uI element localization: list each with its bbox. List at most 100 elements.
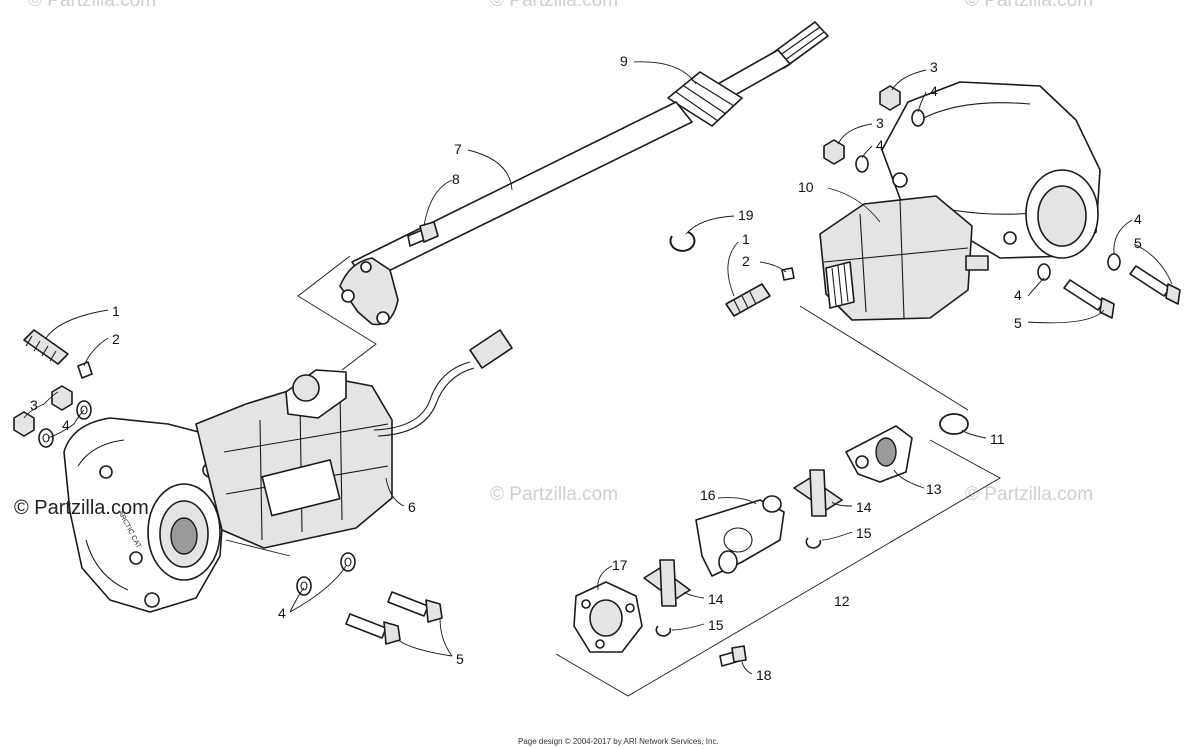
- left-lower-fasteners: [296, 552, 443, 645]
- leader-line: [961, 429, 987, 439]
- u-joint-group: [573, 413, 969, 667]
- bolt-head: [383, 621, 401, 645]
- brand-watermark: © Partzilla.com: [14, 497, 149, 519]
- leader-line: [741, 661, 753, 675]
- bolt-shank: [387, 591, 429, 617]
- callout-15[interactable]: 15: [856, 525, 872, 541]
- vent-ridges: [25, 335, 57, 362]
- bolt-8: [407, 221, 439, 247]
- flange-bolt-hole: [581, 599, 591, 609]
- mount-boss: [892, 172, 908, 188]
- callout-15[interactable]: 15: [708, 617, 724, 633]
- callout-4[interactable]: 4: [930, 83, 938, 99]
- vent-ridges: [733, 291, 757, 313]
- shaft-flange: [339, 257, 399, 326]
- washer: [1107, 253, 1121, 271]
- callout-3[interactable]: 3: [876, 115, 884, 131]
- spline-lines: [775, 26, 829, 68]
- washer: [911, 109, 925, 127]
- leader-line: [289, 565, 347, 613]
- flange-bolt-hole: [341, 289, 355, 303]
- leader-line: [827, 187, 881, 223]
- breather-vent: [725, 283, 771, 317]
- leader-line: [1133, 243, 1173, 285]
- hose-clamp: [781, 267, 795, 281]
- callout-3[interactable]: 3: [30, 397, 38, 413]
- bracket-line: [555, 439, 1001, 697]
- callout-14[interactable]: 14: [856, 499, 872, 515]
- leader-line: [727, 241, 739, 297]
- callout-2[interactable]: 2: [112, 331, 120, 347]
- flange-bolt-hole: [360, 261, 372, 273]
- callout-5[interactable]: 5: [456, 651, 464, 667]
- o-ring: [939, 413, 969, 435]
- callout-1[interactable]: 1: [112, 303, 120, 319]
- flange-bolt-hole: [376, 311, 390, 325]
- rear-gearcase: [819, 81, 1101, 321]
- washer-hole: [344, 557, 352, 567]
- callout-4[interactable]: 4: [1134, 211, 1142, 227]
- leader-line: [837, 123, 873, 145]
- leader-line: [47, 409, 85, 439]
- yoke-ear-hole: [762, 495, 782, 513]
- leader-line: [1027, 309, 1105, 324]
- washer: [296, 576, 312, 596]
- bolt-head: [419, 221, 439, 243]
- callout-4[interactable]: 4: [876, 137, 884, 153]
- watermark-group: © Partzilla.com © Partzilla.com © Partzi…: [28, 0, 1093, 505]
- washer-hole: [80, 405, 88, 415]
- mount-boss: [99, 465, 113, 479]
- callout-13[interactable]: 13: [926, 481, 942, 497]
- callout-17[interactable]: 17: [612, 557, 628, 573]
- leader-line: [597, 565, 613, 591]
- callout-4[interactable]: 4: [1014, 287, 1022, 303]
- right-small-parts: [669, 85, 925, 317]
- boot-ribs: [675, 79, 735, 122]
- leader-line: [821, 531, 853, 541]
- u-joint-cross: [659, 559, 677, 607]
- mount-boss: [144, 592, 160, 608]
- callout-9[interactable]: 9: [620, 53, 628, 69]
- callout-8[interactable]: 8: [452, 171, 460, 187]
- leader-line: [385, 477, 405, 507]
- wiring-harness: [373, 361, 471, 431]
- shaft-tube: [351, 101, 693, 283]
- leader-line: [397, 617, 453, 657]
- footer-copyright: Page design © 2004-2017 by ARI Network S…: [518, 737, 719, 746]
- callout-7[interactable]: 7: [454, 141, 462, 157]
- callout-14[interactable]: 14: [708, 591, 724, 607]
- leader-line: [23, 391, 59, 419]
- leader-line: [917, 91, 927, 113]
- callout-11[interactable]: 11: [990, 431, 1005, 447]
- retaining-clip: [655, 625, 672, 637]
- leader-line: [1027, 277, 1045, 297]
- yoke-ear-hole: [718, 550, 738, 574]
- callout-6[interactable]: 6: [408, 499, 416, 515]
- bolt-head: [425, 599, 443, 623]
- leader-line: [633, 61, 697, 85]
- callout-16[interactable]: 16: [700, 487, 716, 503]
- callout-19[interactable]: 19: [738, 207, 754, 223]
- bolt-shank: [345, 613, 387, 639]
- callout-2[interactable]: 2: [742, 253, 750, 269]
- callout-18[interactable]: 18: [756, 667, 772, 683]
- washer-hole: [300, 581, 308, 591]
- actuator-label-plate: [261, 459, 341, 517]
- callout-10[interactable]: 10: [798, 179, 814, 195]
- callout-5[interactable]: 5: [1134, 235, 1142, 251]
- drive-shaft: [339, 21, 829, 326]
- actuator-motor-cap: [292, 374, 320, 402]
- washer: [855, 155, 869, 173]
- callout-5[interactable]: 5: [1014, 315, 1022, 331]
- yoke-center-bore: [723, 527, 753, 553]
- callout-4[interactable]: 4: [62, 417, 70, 433]
- callout-1[interactable]: 1: [742, 231, 750, 247]
- callout-4[interactable]: 4: [278, 605, 286, 621]
- watermark-text: © Partzilla.com: [490, 0, 618, 11]
- callout-3[interactable]: 3: [930, 59, 938, 75]
- leader-line: [717, 497, 757, 505]
- leader-line: [45, 309, 109, 339]
- callout-12[interactable]: 12: [834, 593, 850, 609]
- u-joint-cross: [809, 469, 827, 517]
